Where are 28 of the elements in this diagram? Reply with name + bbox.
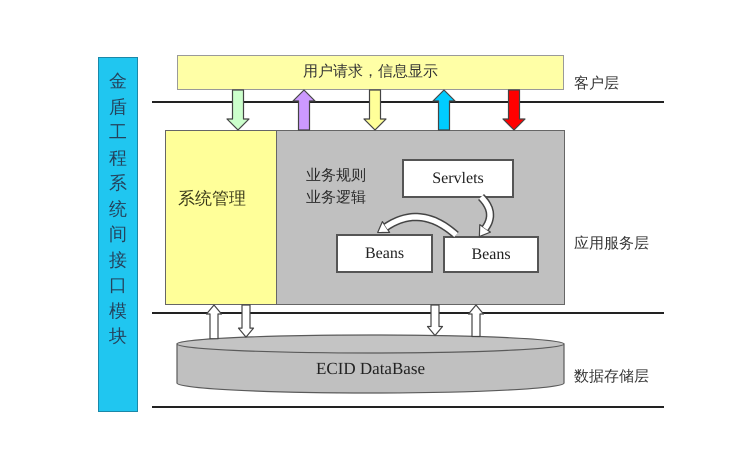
block-arrow	[238, 304, 254, 338]
block-arrow	[468, 304, 484, 338]
module-bar	[98, 57, 138, 412]
block-arrow	[502, 89, 526, 131]
layer-label: 数据存储层	[574, 368, 649, 386]
block-arrow	[226, 89, 250, 131]
block-arrow	[292, 89, 316, 131]
module-title: 金盾工程系统间接口模块	[109, 70, 127, 348]
management-text: 系统管理	[178, 188, 247, 210]
block-arrow	[426, 304, 444, 336]
block-arrow	[206, 304, 222, 340]
block-arrow	[432, 89, 456, 131]
request-text: 用户请求，信息显示	[303, 62, 438, 82]
beans-box	[443, 236, 539, 273]
rule-text: 业务规则	[306, 166, 366, 186]
database-text: ECID DataBase	[316, 358, 426, 380]
business-panel	[276, 130, 565, 305]
beans-box	[336, 234, 433, 273]
layer-label: 客户层	[574, 75, 619, 93]
layer-label: 应用服务层	[574, 235, 649, 253]
beans-text: Beans	[471, 244, 511, 264]
block-arrow	[363, 89, 387, 131]
servlets-text: Servlets	[432, 168, 484, 188]
request-bar	[177, 55, 564, 90]
logic-text: 业务逻辑	[306, 188, 366, 208]
beans-text: Beans	[364, 244, 404, 264]
servlets-box	[402, 159, 514, 198]
management-panel	[165, 130, 277, 305]
